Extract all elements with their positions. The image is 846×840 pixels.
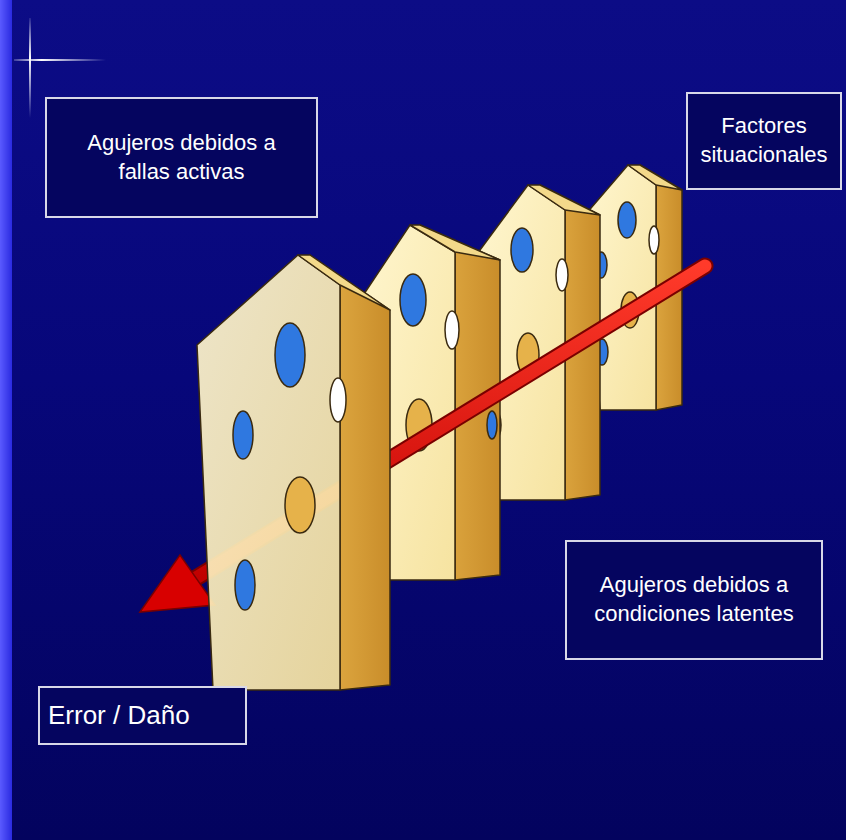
box-text: Agujeros debidos a fallas activas	[61, 129, 302, 186]
box-text: Factores situacionales	[694, 112, 834, 169]
outcome-box: Error / Daño	[38, 686, 247, 745]
box-text: Agujeros debidos a condiciones latentes	[579, 571, 809, 628]
callout-box: Factores situacionales	[686, 92, 842, 190]
callout-box: Agujeros debidos a condiciones latentes	[565, 540, 823, 660]
box-text: Error / Daño	[48, 699, 190, 733]
callout-box: Agujeros debidos a fallas activas	[45, 97, 318, 218]
